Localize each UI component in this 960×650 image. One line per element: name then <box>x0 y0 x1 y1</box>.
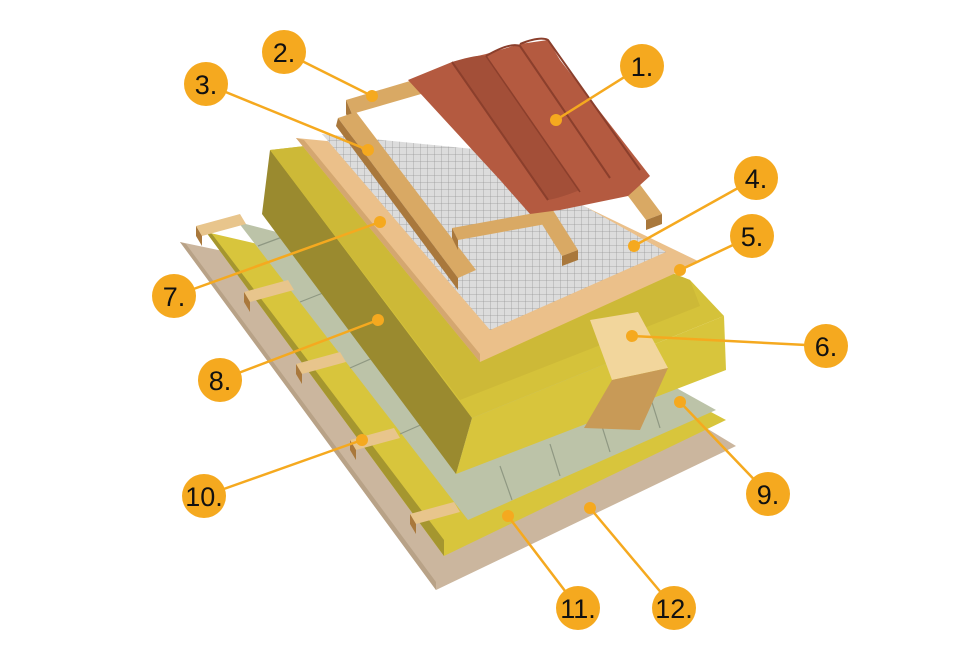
callout-label-12: 12. <box>655 594 693 624</box>
callout-label-1: 1. <box>631 52 654 82</box>
callout-9: 9. <box>746 472 790 516</box>
callout-10: 10. <box>182 474 226 518</box>
callout-label-7: 7. <box>163 282 186 312</box>
leader-line-10 <box>203 438 363 498</box>
lower-insulation-side <box>206 232 444 556</box>
callout-1: 1. <box>620 44 664 88</box>
rafter-body <box>584 368 668 430</box>
callout-label-11: 11. <box>560 594 596 624</box>
callout-5: 5. <box>730 214 774 258</box>
callout-label-4: 4. <box>745 164 768 194</box>
callout-11: 11. <box>556 586 600 630</box>
leader-line-6 <box>631 334 827 348</box>
callout-label-3: 3. <box>195 70 218 100</box>
callout-2: 2. <box>262 30 306 74</box>
board-edge <box>296 138 480 362</box>
callout-label-6: 6. <box>815 332 838 362</box>
leader-line-7 <box>173 220 381 298</box>
leader-line-4 <box>633 176 757 248</box>
callout-7: 7. <box>152 274 196 318</box>
leader-line-8 <box>219 318 379 382</box>
base-board-edge <box>180 242 436 590</box>
leader-dots <box>356 90 686 522</box>
leader-line-3 <box>205 82 369 152</box>
callout-label-8: 8. <box>209 366 232 396</box>
side-battens <box>196 214 460 534</box>
callout-3: 3. <box>184 62 228 106</box>
callout-8: 8. <box>198 358 242 402</box>
rafter-front <box>590 312 668 380</box>
callout-label-5: 5. <box>741 222 764 252</box>
callout-label-2: 2. <box>273 38 296 68</box>
callout-12: 12. <box>652 586 696 630</box>
callout-label-9: 9. <box>757 480 780 510</box>
callout-6: 6. <box>804 324 848 368</box>
callout-label-10: 10. <box>185 482 223 512</box>
callout-4: 4. <box>734 156 778 200</box>
insulation-side-face <box>262 150 472 474</box>
roof-tiles <box>408 37 650 214</box>
